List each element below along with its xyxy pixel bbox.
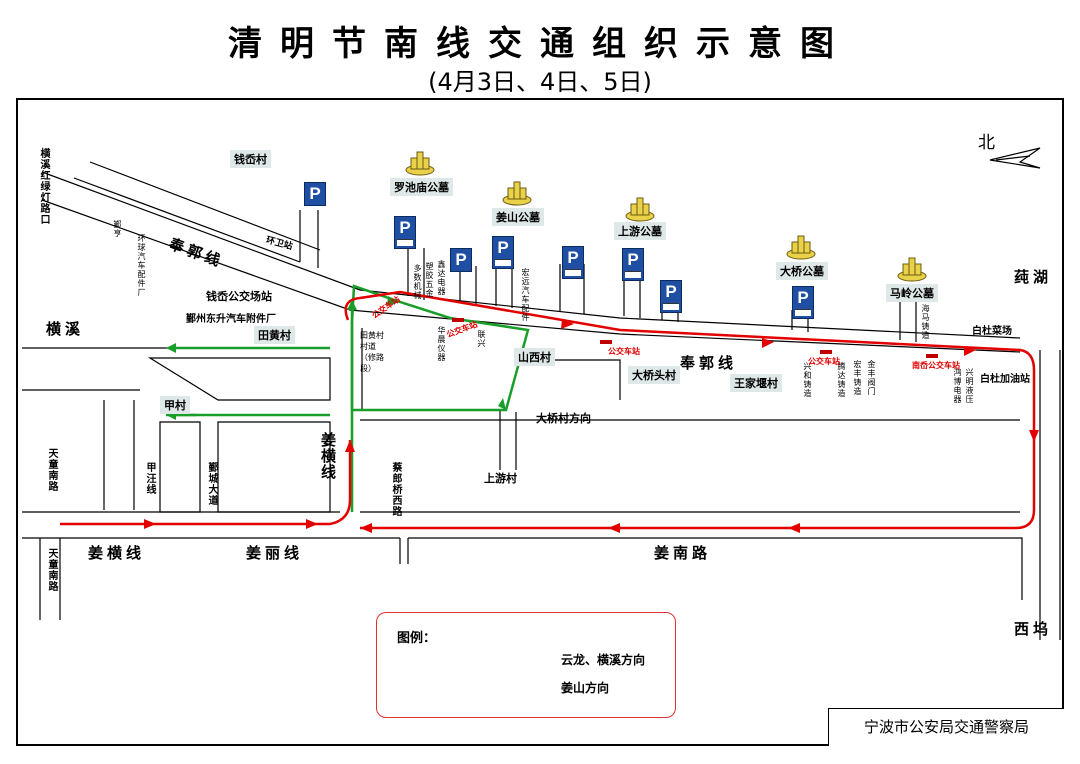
parking-icon: P [492, 236, 514, 269]
legend-title: 图例： [397, 631, 437, 646]
place-label-shanxi: 山西村 [514, 348, 555, 366]
green-route [166, 284, 530, 512]
map-title: 清明节南线交通组织示意图 [228, 24, 852, 64]
bus-stop-label: 公交车站 [608, 347, 640, 356]
cemetery-label-shangyou: 上游公墓 [614, 222, 666, 240]
road-label-jiangnan: 姜南路 [654, 544, 712, 562]
note-label: 鑫达电器 [437, 260, 446, 296]
place-label-qianqiu: 钱岙村 [230, 150, 271, 168]
place-label-dongsheng: 鄞州东升汽车附件厂 [186, 314, 276, 325]
note-label: 宏远汽车配件 [521, 268, 530, 322]
cemetery-label-daqiao: 大桥公墓 [776, 262, 828, 280]
note-label: 华晨仪器 [437, 326, 446, 362]
cemetery-icon-luochi [405, 151, 435, 176]
road-label-yincheng: 鄞城大道 [206, 462, 217, 506]
place-label-wangjiayan: 王家堰村 [730, 374, 782, 392]
parking-icon: P [394, 216, 416, 249]
road-label-tiantong-upper: 天童南路 [46, 448, 57, 492]
parking-icon: P [622, 248, 644, 281]
note-label: 腾达铸造 [837, 362, 846, 398]
road-label-jiawang: 甲汪线 [144, 462, 155, 495]
parking-icon: P [304, 182, 326, 206]
map-frame [16, 98, 1064, 746]
bus-stop-label: 公交车站 [808, 357, 840, 366]
note-label: 塑胶五金 [425, 262, 434, 298]
note-label: 金丰阀门 [867, 360, 876, 396]
parking-icon: P [450, 248, 472, 272]
north-arrow-icon [989, 147, 1041, 169]
legend-row-red: 姜山方向 [437, 679, 667, 695]
parking-icon: P [562, 246, 584, 279]
note-label: 兴明液压 [965, 368, 974, 404]
cemetery-icon-maling [897, 257, 927, 282]
place-label-tianhuang: 田黄村 [254, 326, 295, 344]
note-label: 联兴 [477, 330, 486, 348]
cemetery-icon-jiangshan [502, 181, 532, 206]
note-label: 兴和铸造 [803, 362, 812, 398]
area-label-ruihu: 莼湖 [1014, 268, 1053, 286]
place-label-daqiao-dir: 大桥村方向 [536, 412, 591, 425]
junction-label-hengxi-light: 横溪红绿灯路口 [38, 148, 49, 225]
area-label-xidong: 西坞 [1014, 620, 1053, 638]
legend-row-green: 云龙、横溪方向 [437, 651, 667, 667]
area-label-hengxi: 横溪 [46, 320, 85, 338]
cemetery-label-luochi: 罗池庙公墓 [390, 178, 453, 196]
place-label-baidu-gas: 白杜加油站 [980, 374, 1030, 385]
place-label-shangyou-village: 上游村 [484, 472, 517, 485]
road-label-fengguo-lower: 奉郭线 [680, 354, 738, 372]
legend-red-label: 姜山方向 [561, 681, 610, 695]
note-label: 鸿博电器 [953, 368, 962, 404]
note-label: 海马铸造 [921, 304, 930, 340]
bus-stop-markers [452, 318, 938, 358]
bus-stop-label: 南岙公交车站 [912, 361, 960, 370]
credit: 宁波市公安局交通警察局 [828, 708, 1064, 746]
place-label-baidu-market: 白杜菜场 [972, 326, 1012, 337]
cemetery-icon-daqiao [786, 235, 816, 260]
legend-green-label: 云龙、横溪方向 [561, 653, 646, 667]
parking-icon: P [660, 280, 682, 313]
red-route [60, 290, 1036, 530]
place-label-tianhuang-lane: 田黄村村道（修路段） [360, 331, 384, 373]
cemetery-icons [405, 151, 927, 282]
place-label-daqiaotou: 大桥头村 [628, 366, 680, 384]
parking-icon: P [792, 286, 814, 319]
road-label-jiangli: 姜丽线 [246, 544, 304, 562]
road-label-cailangqiao: 蔡郎桥西路 [390, 462, 401, 517]
legend: 图例： 云龙、横溪方向 姜山方向 [376, 612, 676, 718]
note-label: 环球汽车配件厂 [137, 234, 146, 297]
note-label: 鄞亨 [113, 220, 122, 238]
place-label-jiacun: 甲村 [160, 396, 190, 414]
note-label: 宏丰铸造 [853, 360, 862, 396]
red-arrows [144, 319, 1039, 533]
cemetery-icon-shangyou [625, 197, 655, 222]
cemetery-label-jiangshan: 姜山公墓 [492, 208, 544, 226]
road-label-jiangheng-vertical: 姜横线 [319, 432, 337, 480]
place-label-qianqiu-bus: 钱岙公交场站 [206, 290, 272, 303]
note-label: 多数机械 [413, 264, 422, 300]
road-label-tiantong-lower: 天童南路 [46, 548, 57, 592]
north-label: 北 [978, 133, 995, 153]
road-network [22, 161, 1061, 640]
road-label-jiangheng: 姜横线 [88, 544, 146, 562]
map-subtitle: (4月3日、4日、5日) [428, 68, 652, 96]
cemetery-label-maling: 马岭公墓 [886, 284, 938, 302]
